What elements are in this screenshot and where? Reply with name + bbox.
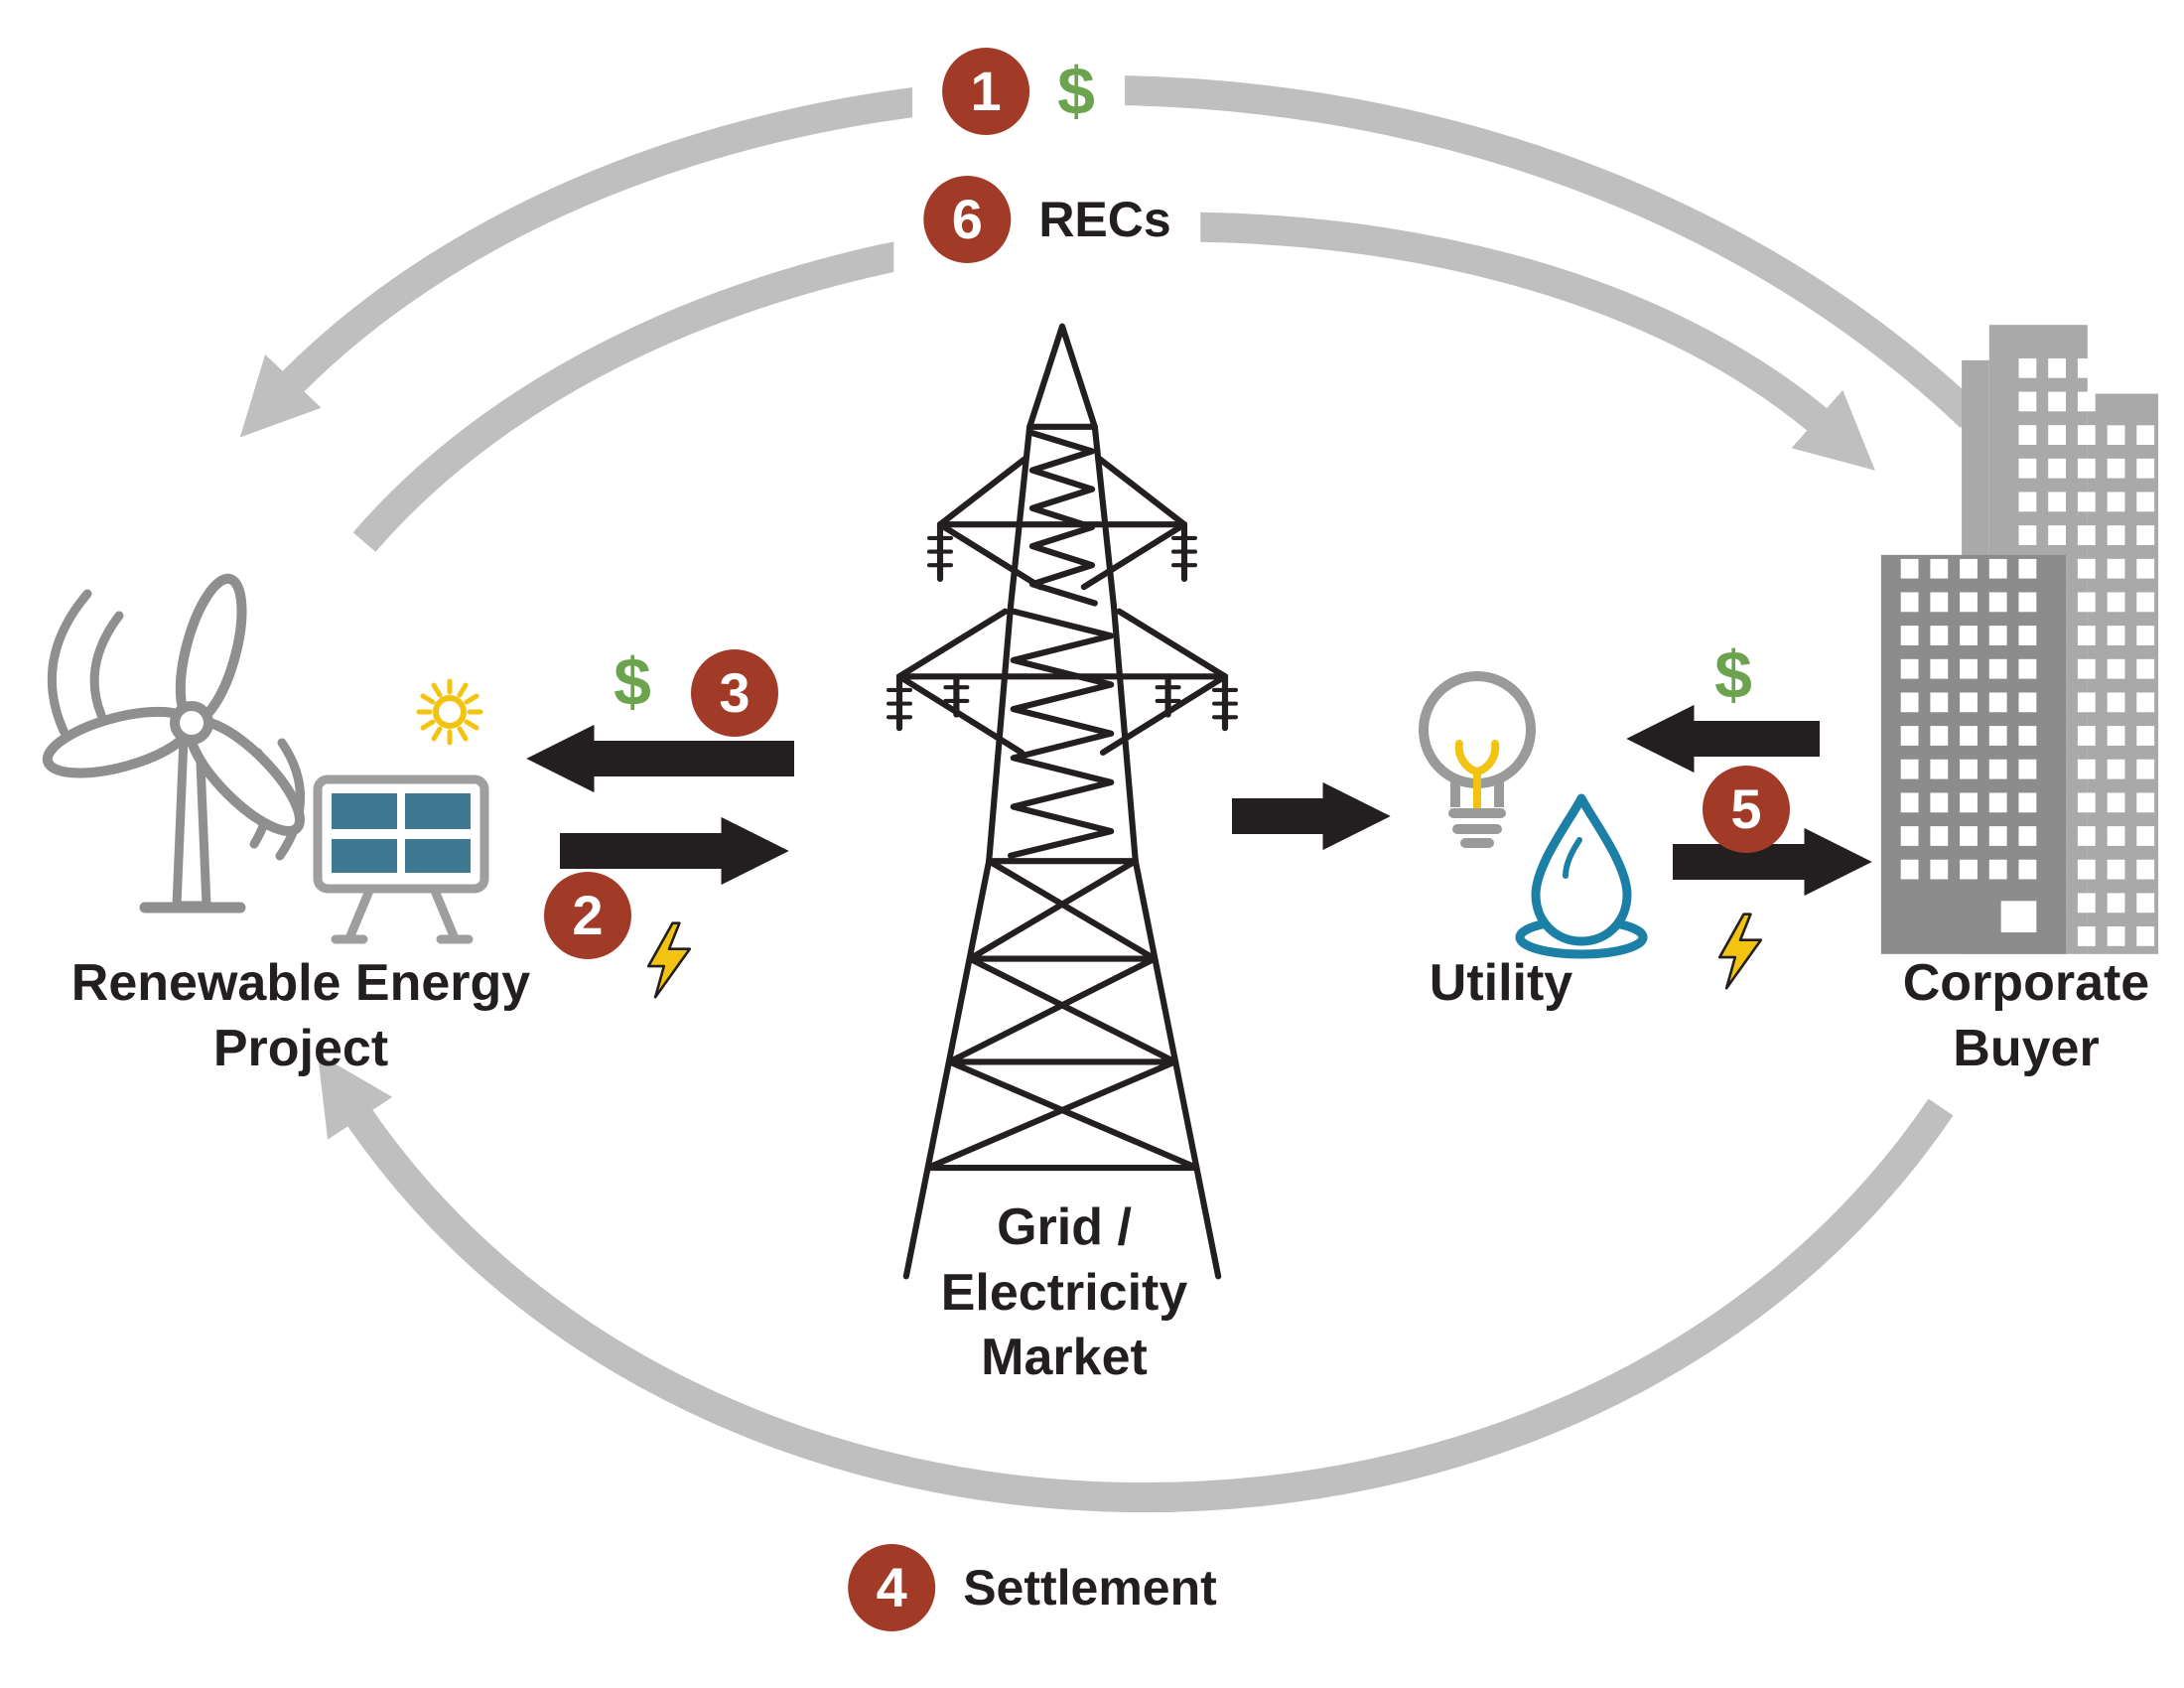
dollar-sign: $ — [614, 644, 651, 720]
step-1-label-group: 1 $ — [912, 36, 1125, 147]
step-number: 6 — [951, 188, 983, 250]
step-1-badge: 1 — [942, 48, 1030, 135]
water-drop-icon — [1515, 793, 1648, 959]
solar-panel-icon — [313, 774, 489, 944]
solar-cells — [332, 793, 471, 873]
step-2-badge: 2 — [544, 872, 631, 959]
settlement-label: Settlement — [963, 1560, 1217, 1616]
step-number: 4 — [876, 1556, 907, 1618]
bulb-base — [1448, 808, 1506, 848]
bulb-filament — [1454, 740, 1500, 811]
dollar-sign: $ — [1714, 637, 1752, 713]
utility-label: Utility — [1429, 954, 1573, 1012]
building-door — [2000, 901, 2037, 933]
front-building — [1880, 554, 2067, 954]
office-buildings-icon — [1880, 325, 2159, 954]
step-4-badge: 4 — [848, 1544, 936, 1631]
step-6-label-group: 6 RECs — [893, 164, 1201, 275]
motion-arc — [89, 611, 124, 720]
step-number: 3 — [719, 661, 751, 724]
step-number: 2 — [572, 884, 604, 946]
motion-arc — [47, 589, 92, 736]
settlement-arc — [317, 1054, 1954, 1512]
wind-turbine-icon — [42, 573, 305, 914]
solar-panel-stand — [331, 886, 474, 944]
dollar-sign: $ — [1057, 54, 1095, 129]
step-5-badge: 5 — [1703, 766, 1790, 853]
recs-label: RECs — [1038, 192, 1171, 247]
turbine-hub — [170, 701, 213, 745]
turbine-blades — [42, 573, 305, 836]
renewable-project-label: Renewable Energy Project — [70, 954, 531, 1077]
sun-icon — [416, 678, 483, 746]
lightning-bolt-icon — [1717, 913, 1763, 990]
lightning-bolt-icon — [646, 921, 692, 999]
step-number: 1 — [970, 60, 1002, 122]
step-4-label-group: 4 Settlement — [818, 1532, 1247, 1643]
corporate-buyer-label: Corporate Buyer — [1902, 954, 2150, 1077]
lightbulb-icon — [1419, 671, 1536, 848]
step-6-badge: 6 — [923, 176, 1012, 263]
grid-market-label: Grid / Electricity Market — [940, 1198, 1188, 1387]
step-number: 5 — [1730, 777, 1762, 840]
transmission-tower-icon — [887, 323, 1238, 1280]
motion-arc — [275, 738, 305, 861]
step-3-badge: 3 — [691, 649, 778, 737]
